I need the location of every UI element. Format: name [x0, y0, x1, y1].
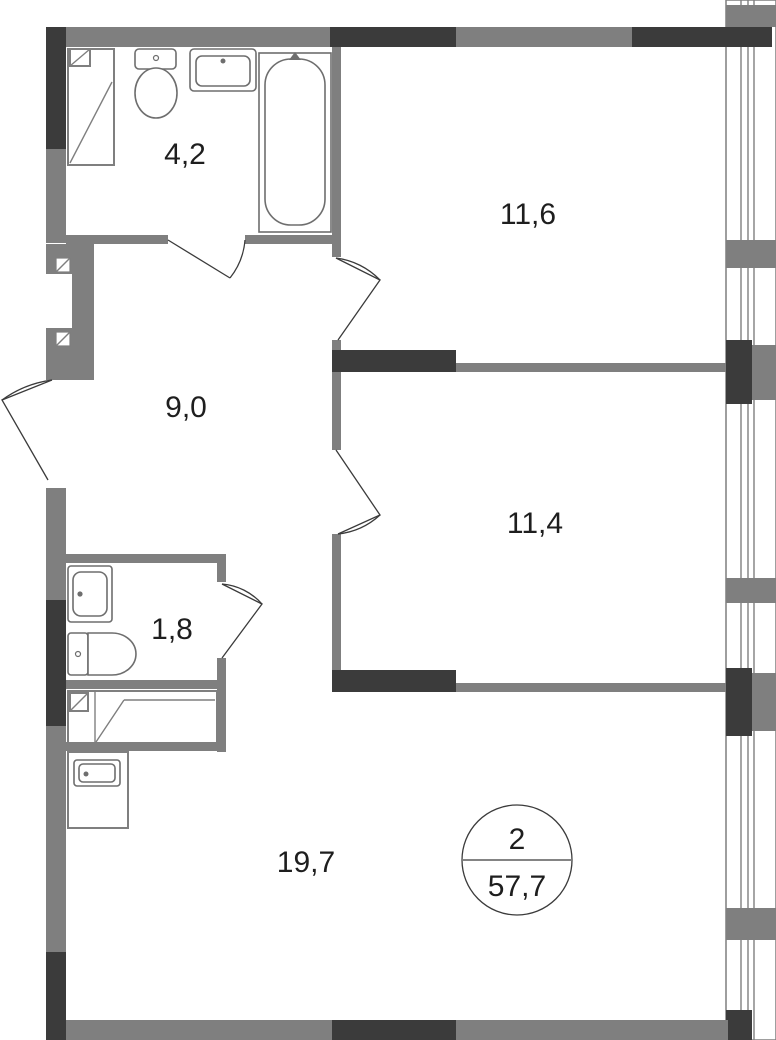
facade-window-strip	[725, 0, 776, 1040]
rooms-count: 2	[509, 823, 526, 856]
toilet-fixtures	[67, 565, 137, 676]
bathroom-fixtures	[67, 48, 332, 233]
bedroom-top-area: 11,6	[500, 198, 556, 231]
outer-walls	[46, 27, 772, 1040]
hallway-area: 9,0	[165, 391, 207, 424]
doors	[1, 239, 381, 659]
kitchen-fixtures	[67, 690, 218, 829]
toilet-area: 1,8	[151, 613, 193, 646]
bedroom-middle-area: 11,4	[507, 507, 563, 540]
bathroom-area: 4,2	[164, 138, 206, 171]
summary-badge: 2 57,7	[461, 804, 573, 916]
total-area: 57,7	[488, 870, 546, 903]
living-kitchen-area: 19,7	[277, 846, 335, 879]
interior-walls	[66, 47, 726, 752]
